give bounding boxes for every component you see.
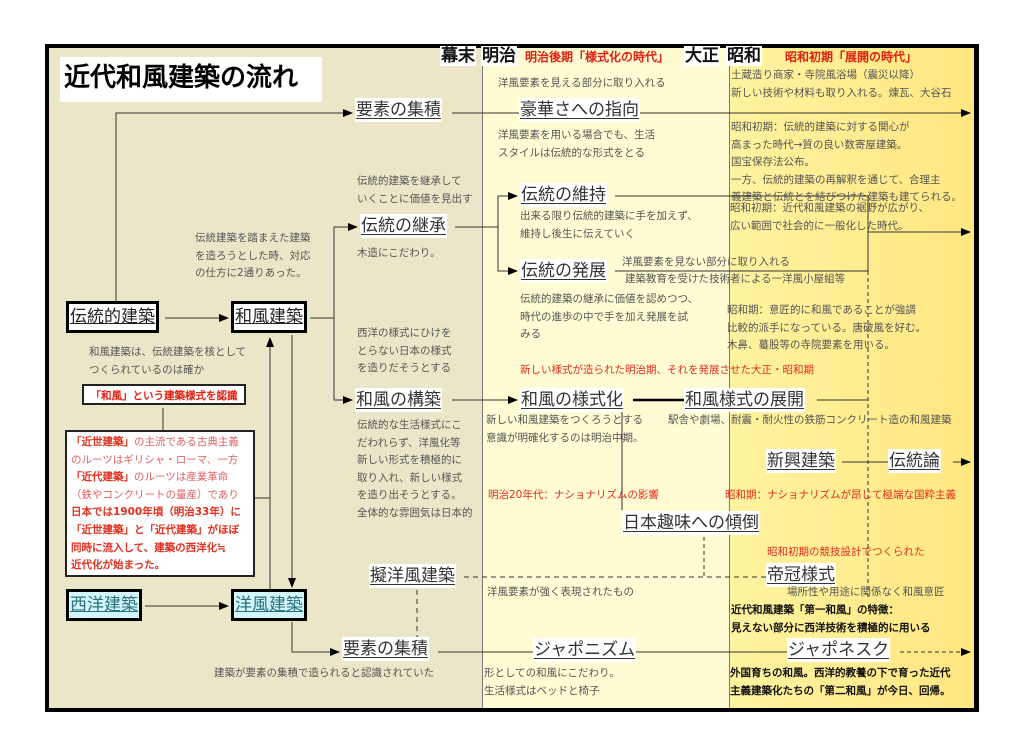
note: 建築が要素の集積で造られると認識されていた — [214, 667, 435, 679]
node-seiyo-kenchiku: 西洋建築 — [66, 589, 142, 621]
text: 「近世建築」と「近代建築」がほぼ — [71, 523, 239, 536]
node-iji: 伝統の維持 — [520, 183, 607, 207]
note: 昭和期：意匠的に和風であることが強調 比較的派手になっている。唐破風を好む。 木… — [727, 304, 926, 351]
node-japonesque: ジャポネスク — [787, 638, 891, 662]
note: 昭和初期：近代和風建築の裾野が広がり、 広い範囲で社会的に一般化した時代。 — [730, 202, 930, 232]
note: 建築教育を受けた技術者による一洋風小屋組等 — [625, 273, 846, 285]
note: 西洋の様式にひけを とらない日本の様式 を造りだそうとする — [357, 327, 452, 374]
note: 和風建築は、伝統建築を核として つくられているのは確か — [89, 346, 247, 376]
note: 伝統建築を踏まえた建築 を造ろうとした時、対応 の仕方に2通りあった。 — [195, 232, 311, 279]
note: 出来る限り伝統的建築に手を加えず、 維持し後生に伝えていく — [520, 210, 698, 240]
showa-region — [729, 48, 974, 708]
era-meiji-late: 明治後期「様式化の時代」 — [525, 50, 670, 64]
note: 新しい和風建築をつくろうとする 意識が明確化するのは明治中期。 — [486, 414, 644, 444]
node-yofu-kenchiku: 洋風建築 — [231, 589, 307, 621]
note: 洋風要素を用いる場合でも、生活 スタイルは伝統的な形式をとる — [498, 129, 656, 159]
node-goka: 豪華さへの指向 — [519, 98, 640, 122]
node-yoso-shuseki-bottom: 要素の集積 — [342, 637, 429, 661]
era-meiji: 明治 — [481, 46, 517, 66]
text: のルーツは産業革命 — [134, 471, 229, 484]
text: 「近代建築」 — [71, 471, 134, 484]
note-red: 新しい様式が造られた明治期、それを発展させた大正・昭和期 — [520, 364, 814, 376]
note: 伝統的建築を継承して いくことに価値を見出す — [357, 175, 473, 205]
wafu-recognition-box: 「和風」という建築様式を認識 — [82, 384, 246, 405]
modernization-note-box: 「近世建築」の主流である古典主義 のルーツはギリシャ・ローマ、一方 「近代建築」… — [65, 430, 255, 577]
node-giyofu: 擬洋風建築 — [369, 564, 456, 588]
node-tenkai: 和風様式の展開 — [684, 388, 805, 412]
node-dentouteki-kenchiku: 伝統的建築 — [66, 301, 159, 333]
text: 日本では1900年頃（明治33年）に — [71, 506, 241, 519]
note: 洋風要素が強く表現されたもの — [487, 586, 634, 598]
node-nihonshumi: 日本趣味への傾倒 — [622, 511, 760, 535]
node-dentoron: 伝統論 — [888, 449, 941, 473]
era-taisho: 大正 — [684, 46, 720, 66]
note: 洋風要素を見える部分に取り入れる — [498, 77, 666, 89]
node-japonism: ジャポニズム — [533, 638, 637, 662]
note: 形としての和風にこだわり。 生活様式はベッドと椅子 — [484, 667, 620, 697]
note: 駅舎や劇場、耐震・耐火性の鉄筋コンクリート造の和風建築 — [668, 414, 952, 426]
text: 近代化が始まった。 — [71, 559, 166, 572]
text: （鉄やコンクリートの量産）であり — [71, 488, 239, 501]
meiji-region — [482, 48, 730, 708]
era-bakumatsu: 幕末 — [440, 46, 476, 66]
note-bold: 近代和風建築「第一和風」の特徴： 見えない部分に西洋技術を積極的に用いる — [731, 604, 931, 634]
node-keisho: 伝統の継承 — [360, 214, 447, 238]
node-wafu-kenchiku: 和風建築 — [231, 301, 307, 333]
note: 昭和初期：伝統的建築に対する関心が 高まった時代→質の良い数寄屋建築。 国宝保存… — [731, 121, 962, 203]
note: 伝統的建築の継承に価値を認めつつ、 時代の進歩の中で手を加え発展を試 みる — [520, 293, 699, 340]
note-bold: 外国育ちの和風。西洋的教養の下で育った近代 主義建築化たちの「第二和風」が今日、… — [730, 667, 951, 697]
note: 木造にこだわり。 — [357, 247, 441, 259]
node-yoso-shuseki-top: 要素の集積 — [355, 98, 442, 122]
node-yoshikika: 和風の様式化 — [520, 388, 624, 412]
text: 「近世建築」 — [71, 436, 134, 448]
node-kochiku: 和風の構築 — [355, 388, 442, 412]
note-red: 明治20年代：ナショナリズムの影響 — [488, 489, 659, 501]
page-title: 近代和風建築の流れ — [60, 57, 322, 102]
node-shinko: 新興建築 — [766, 449, 836, 473]
era-showa-early: 昭和初期「展開の時代」 — [785, 50, 918, 64]
note-red: 昭和期：ナショナリズムが昂じて極端な国粋主義 — [725, 489, 956, 501]
note-red: 昭和初期の競技設計でつくられた — [767, 546, 925, 558]
note: 洋風要素を見ない部分に取り入れる — [622, 256, 790, 268]
note: 場所性や用途に関係なく和風意匠 — [787, 586, 945, 598]
node-hatten: 伝統の発展 — [520, 259, 607, 283]
text: の主流である古典主義 — [134, 436, 239, 448]
note: 土蔵造り商家・寺院風浴場（震災以降） 新しい技術や材料も取り入れる。煉瓦、大谷石 — [731, 69, 952, 99]
text: のルーツはギリシャ・ローマ、一方 — [71, 453, 239, 466]
note: 伝統的な生活様式にこ だわれらず、洋風化等 新しい形式を積極的に 取り入れ、新し… — [357, 419, 473, 519]
node-teikan: 帝冠様式 — [766, 563, 836, 587]
era-showa: 昭和 — [726, 46, 762, 66]
text: 同時に流入して、建築の西洋化≒ — [71, 541, 226, 554]
